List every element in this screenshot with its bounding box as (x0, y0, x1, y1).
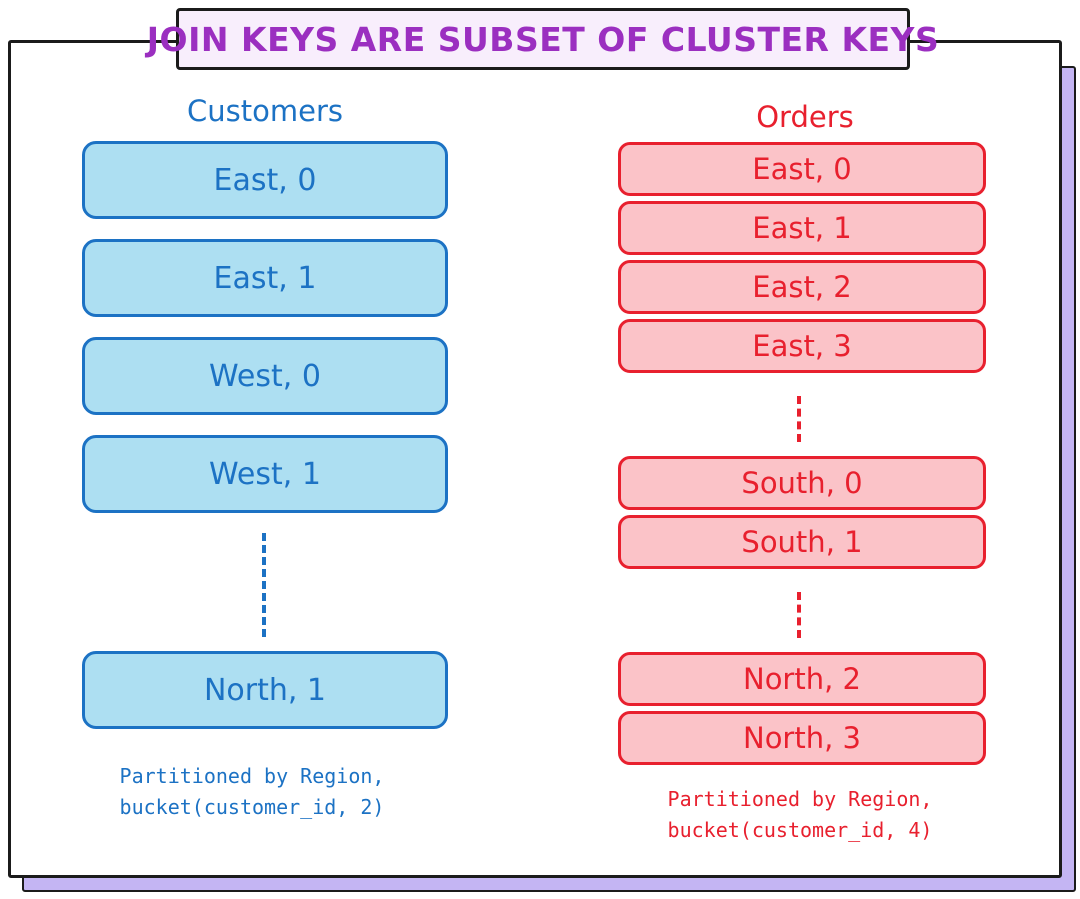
customers-heading: Customers (187, 94, 343, 128)
customers-partition: East, 0 (82, 141, 453, 224)
orders-partition: East, 1 (618, 201, 991, 260)
customers-ellipsis-line (262, 533, 266, 637)
orders-partition: South, 1 (618, 515, 991, 574)
orders-caption-line: bucket(customer_id, 4) (667, 818, 933, 842)
customers-partition: North, 1 (82, 651, 453, 734)
orders-heading: Orders (756, 100, 854, 134)
orders-ellipsis-line (797, 396, 801, 442)
orders-partition: East, 2 (618, 260, 991, 319)
customers-caption-line: bucket(customer_id, 2) (119, 795, 385, 819)
customers-partition: West, 0 (82, 337, 453, 420)
orders-partition: North, 2 (618, 652, 991, 711)
orders-partition: East, 3 (618, 319, 991, 378)
orders-ellipsis-line (797, 592, 801, 638)
customers-partition: West, 1 (82, 435, 453, 518)
customers-caption-line: Partitioned by Region, (119, 764, 385, 788)
diagram-title: JOIN KEYS ARE SUBSET OF CLUSTER KEYS (147, 8, 939, 70)
orders-caption: Partitioned by Region, bucket(customer_i… (630, 784, 970, 846)
orders-partition: South, 0 (618, 456, 991, 515)
orders-partition: North, 3 (618, 711, 991, 770)
orders-caption-line: Partitioned by Region, (667, 787, 933, 811)
customers-partition: East, 1 (82, 239, 453, 322)
orders-partition: East, 0 (618, 142, 991, 201)
customers-caption: Partitioned by Region, bucket(customer_i… (82, 761, 422, 823)
